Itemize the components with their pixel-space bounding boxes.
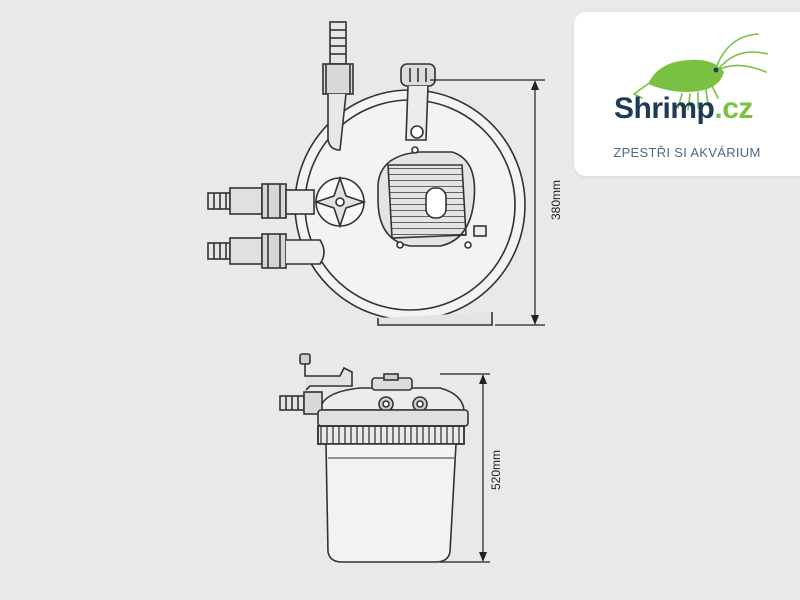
lever-arm: [304, 364, 353, 391]
dimension-line-520: [440, 373, 490, 563]
dimension-line-380: [430, 79, 545, 326]
top-pipe-body: [327, 93, 347, 151]
lid-top: [319, 387, 465, 411]
logo-tagline: ZPESTŘI SI AKVÁRIUM: [613, 145, 761, 160]
shrimp-cz-logo-card[interactable]: Shrimp.cz ZPESTŘI SI AKVÁRIUM: [574, 12, 800, 176]
top-pipe-nut: [322, 63, 354, 95]
base-foot: [377, 312, 493, 326]
clamp-ring: [317, 425, 465, 445]
dimension-label-380: 380mm: [549, 180, 563, 220]
side-view-drawing: [279, 353, 469, 563]
lid-rim: [317, 409, 469, 427]
logo-brand-tld: .cz: [714, 92, 753, 125]
logo-brand-main: Shrimp: [614, 92, 715, 125]
dimension-label-520: 520mm: [489, 450, 503, 490]
canister-body: [325, 443, 457, 563]
shrimp-icon: [632, 33, 768, 111]
hose-connector-upper: [207, 183, 315, 219]
vent-window: [425, 187, 447, 219]
hose-connector-lower: [207, 233, 325, 269]
lever-knob: [299, 353, 311, 365]
top-pipe-nozzle: [329, 21, 347, 65]
logo-wordmark: Shrimp.cz: [614, 92, 753, 126]
top-valve-arm: [405, 85, 429, 141]
top-view-drawing: [207, 21, 526, 326]
